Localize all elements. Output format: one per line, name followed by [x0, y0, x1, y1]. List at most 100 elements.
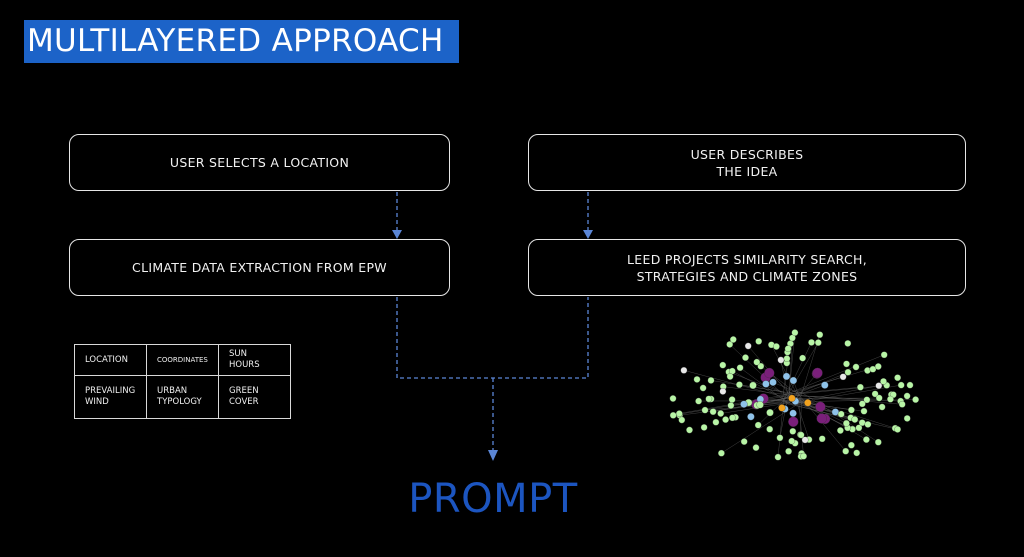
graph-node	[848, 441, 855, 449]
graph-node	[755, 337, 763, 345]
graph-node	[880, 351, 888, 359]
graph-node	[717, 410, 725, 417]
graph-node	[912, 396, 919, 403]
graph-node	[744, 342, 752, 350]
graph-node	[736, 364, 744, 372]
graph-node	[897, 381, 905, 389]
graph-node	[903, 392, 911, 400]
graph-node	[844, 340, 852, 347]
graph-node	[669, 395, 677, 402]
graph-edge	[783, 366, 879, 395]
graph-node	[894, 426, 901, 433]
graph-node	[843, 419, 850, 427]
graph-edge	[783, 372, 849, 400]
graph-node	[783, 355, 791, 362]
cell-green-cover: GREEN COVER	[218, 375, 291, 419]
graph-node	[727, 402, 735, 409]
graph-node	[788, 394, 796, 402]
graph-node	[788, 416, 799, 427]
graph-node	[821, 381, 829, 389]
graph-node	[709, 408, 717, 416]
graph-node	[894, 374, 901, 382]
graph-node	[853, 449, 861, 457]
arrowhead-1	[392, 230, 402, 239]
graph-node	[784, 345, 792, 353]
graph-node	[753, 358, 761, 366]
graph-edge	[798, 399, 916, 402]
graph-node	[756, 401, 764, 409]
graph-edge	[729, 344, 785, 397]
graph-node	[874, 363, 882, 370]
graph-node	[762, 380, 770, 388]
graph-node	[855, 424, 863, 432]
graph-node	[701, 406, 709, 414]
graph-node	[816, 331, 824, 339]
graph-edge	[793, 380, 802, 404]
graph-node	[764, 367, 775, 379]
graph-node	[837, 410, 845, 418]
graph-node	[812, 367, 823, 379]
graph-node	[766, 425, 774, 433]
graph-node	[707, 377, 715, 384]
graph-node	[848, 406, 855, 414]
graph-node	[718, 449, 725, 457]
graph-edge	[794, 396, 896, 429]
page-title: MULTILAYERED APPROACH	[24, 20, 459, 63]
graph-node	[839, 373, 847, 381]
graph-edge	[679, 399, 800, 416]
graph-edge	[704, 402, 790, 411]
graph-node	[740, 400, 748, 408]
graph-node	[729, 414, 736, 422]
graph-node	[693, 376, 701, 383]
graph-node	[774, 453, 782, 461]
cell-urban-typology: URBAN TYPOLOGY	[146, 375, 219, 419]
graph-node	[858, 400, 866, 408]
arrowhead-3	[488, 450, 498, 461]
graph-node	[705, 395, 713, 403]
graph-node	[680, 366, 688, 374]
graph-node	[791, 329, 799, 336]
arrowhead-2	[583, 230, 593, 239]
graph-node	[742, 354, 749, 361]
select-location-box: USER SELECTS A LOCATION	[69, 134, 450, 191]
graph-node	[843, 360, 850, 368]
graph-node	[800, 452, 807, 460]
graph-node	[837, 427, 844, 434]
graph-node	[749, 381, 757, 390]
graph-node	[860, 407, 868, 415]
graph-node	[863, 436, 870, 443]
graph-edge	[800, 391, 879, 443]
graph-node	[695, 397, 702, 405]
graph-node	[678, 416, 686, 424]
graph-edge	[788, 342, 819, 394]
graph-node	[777, 356, 785, 364]
graph-node	[726, 373, 734, 380]
graph-edge	[797, 395, 903, 405]
leed-search-box: LEED PROJECTS SIMILARITY SEARCH, STRATEG…	[528, 239, 966, 296]
graph-node	[844, 368, 852, 376]
graph-node	[757, 362, 765, 370]
graph-node	[789, 409, 797, 417]
graph-node	[875, 394, 883, 402]
graph-node	[816, 413, 827, 424]
graph-node	[858, 419, 866, 427]
graph-node	[785, 447, 792, 455]
graph-edge	[791, 384, 825, 398]
graph-node	[852, 363, 860, 371]
climate-extraction-box: CLIMATE DATA EXTRACTION FROM EPW	[69, 239, 450, 296]
merge-connector	[396, 297, 589, 379]
climate-parameters-table: LOCATION COORDINATES SUN HOURS PREVAILIN…	[74, 344, 291, 419]
graph-edge	[771, 344, 799, 397]
cell-prevailing-wind: PREVAILING WIND	[74, 375, 147, 419]
graph-edge	[732, 370, 784, 400]
graph-node	[851, 416, 859, 423]
graph-node	[789, 427, 797, 435]
graph-node	[776, 434, 784, 442]
graph-edge	[795, 384, 902, 404]
graph-node	[729, 336, 737, 343]
graph-node	[804, 399, 812, 407]
graph-node	[875, 382, 883, 390]
graph-node	[712, 418, 720, 426]
graph-edge	[800, 402, 802, 435]
graph-node	[880, 378, 887, 385]
